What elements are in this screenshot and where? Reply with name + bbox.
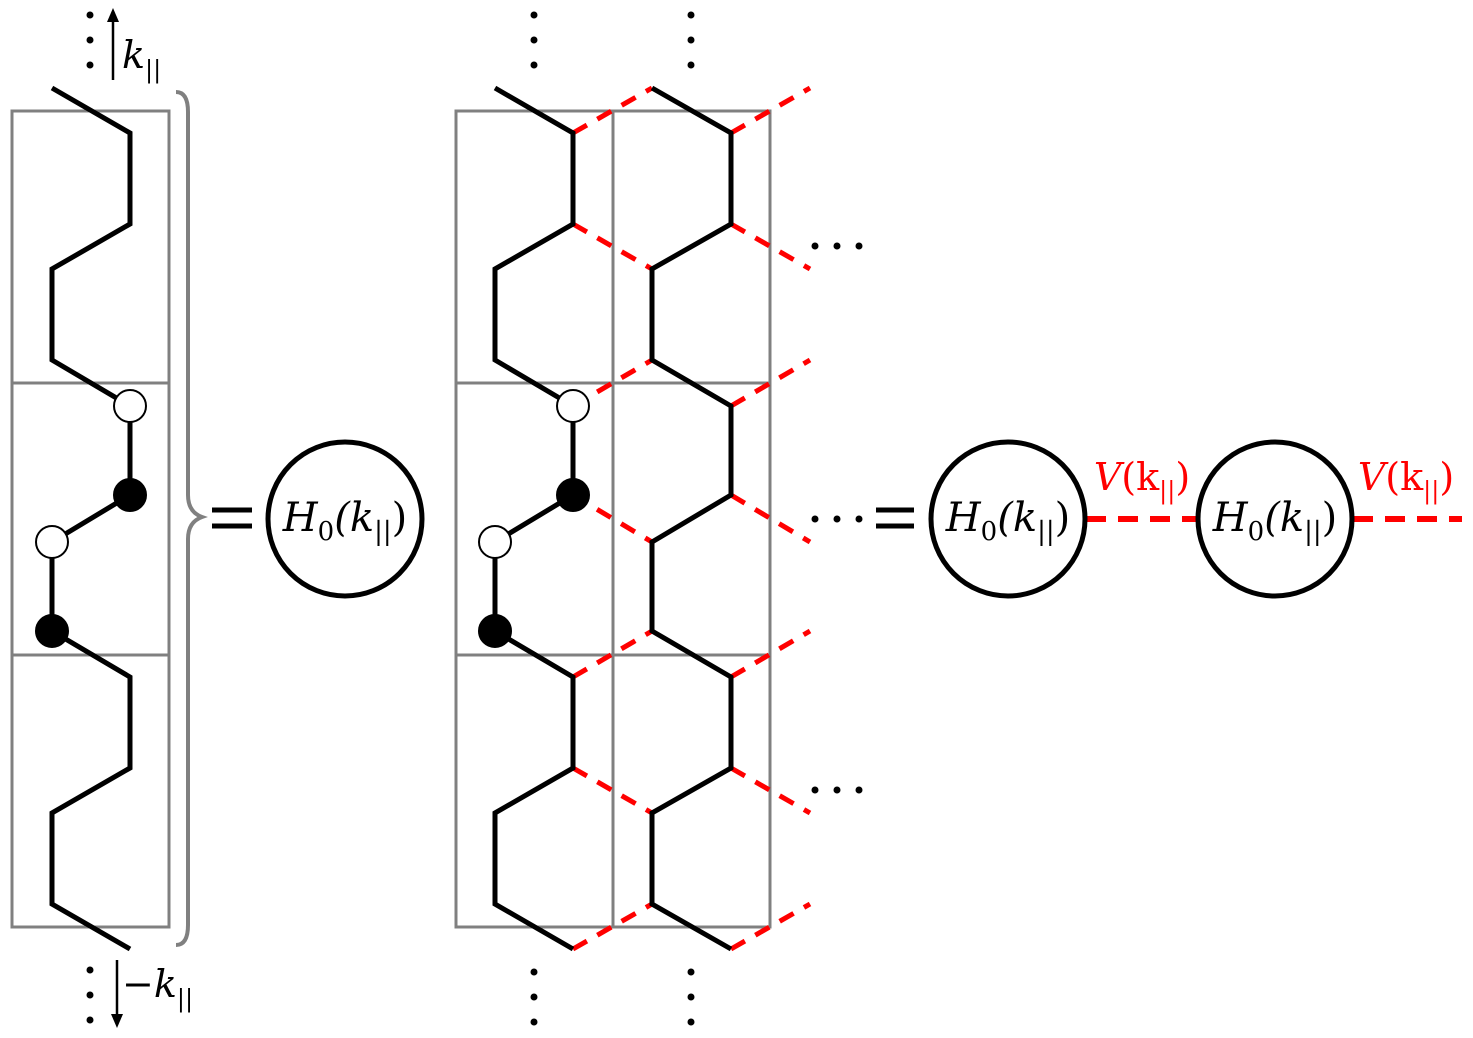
h0-label-right: H0(k||): [1212, 495, 1337, 547]
filled-site: [556, 478, 590, 512]
vdots-top-left: [86, 11, 94, 69]
h0-node-left: H0(k||): [265, 439, 425, 599]
mid-chain-a: [492, 85, 576, 952]
empty-site: [556, 389, 590, 423]
hdots-lower: [811, 786, 863, 794]
empty-site: [478, 525, 512, 559]
vdots-bottom-left: [86, 966, 94, 1024]
vdots-bottom-mid-a: [530, 968, 538, 1026]
filled-site: [35, 614, 69, 648]
empty-site: [113, 389, 147, 423]
middle-lattice: [454, 11, 863, 1026]
effective-chain: H0(k||) H0(k||) V(k||) V(k||): [928, 439, 1462, 599]
left-column: k|| −k||: [10, 8, 208, 1028]
k-par-label: k||: [122, 33, 161, 85]
vdots-top-mid-b: [687, 11, 695, 69]
hdots-upper: [811, 242, 863, 250]
v-label-2: V(k||): [1358, 455, 1454, 506]
vdots-top-mid-a: [530, 11, 538, 69]
equals-sign-left: [212, 507, 252, 529]
curly-brace: [175, 90, 208, 947]
hdots-middle: [811, 515, 863, 523]
h0-label-mid: H0(k||): [945, 495, 1070, 547]
empty-site: [35, 525, 69, 559]
minus-k-par-label: −k||: [122, 962, 193, 1014]
h0-label-left: H0(k||): [282, 495, 407, 547]
h0-node-right: H0(k||): [1195, 439, 1355, 599]
left-chain: [49, 85, 133, 952]
k-down-arrow: [111, 960, 123, 1028]
vdots-bottom-mid-b: [687, 968, 695, 1026]
v-label-1: V(k||): [1094, 455, 1190, 506]
mid-chain-b: [649, 85, 734, 952]
equals-sign-right: [876, 507, 914, 529]
h0-node-mid: H0(k||): [928, 439, 1088, 599]
k-up-arrow: [107, 8, 119, 80]
filled-site: [478, 614, 512, 648]
filled-site: [113, 478, 147, 512]
